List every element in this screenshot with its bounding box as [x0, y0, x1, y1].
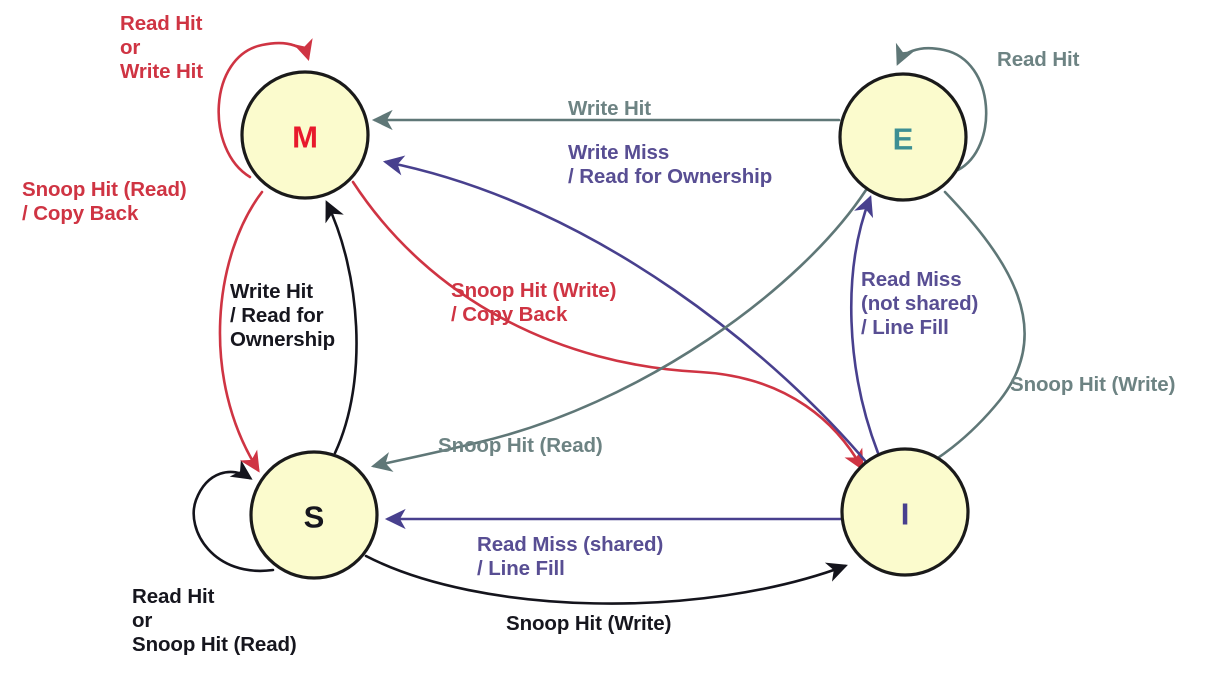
state-label-I: I — [901, 497, 910, 532]
edge-s-to-m — [325, 200, 358, 455]
transition-label-s-to-i: Snoop Hit (Write) — [506, 612, 672, 635]
state-label-S: S — [304, 500, 325, 535]
transition-label-m-self-loop: Read Hit or Write Hit — [120, 12, 204, 83]
transition-label-s-to-m: Write Hit / Read for Ownership — [230, 280, 336, 351]
state-circle-M[interactable] — [240, 70, 370, 200]
state-label-E: E — [893, 122, 914, 157]
edge-e-self-loop — [895, 42, 988, 172]
edge-i-to-e — [850, 195, 880, 455]
state-node-I[interactable]: I — [840, 447, 970, 577]
state-node-E[interactable]: E — [838, 72, 968, 202]
transition-label-e-self-loop: Read Hit — [997, 48, 1080, 71]
transition-label-m-to-i: Snoop Hit (Write) / Copy Back — [451, 279, 617, 326]
transition-label-s-self-loop: Read Hit or Snoop Hit (Read) — [132, 585, 297, 656]
state-circle-I[interactable] — [840, 447, 970, 577]
state-circle-E[interactable] — [838, 72, 968, 202]
transition-label-e-to-m: Write Hit — [568, 97, 652, 120]
state-circle-S[interactable] — [249, 450, 379, 580]
edge-e-to-i — [915, 190, 1026, 472]
edge-e-to-s — [370, 188, 868, 472]
edge-s-self-loop — [192, 459, 275, 573]
state-node-M[interactable]: M — [240, 70, 370, 200]
edge-m-self-loop — [217, 38, 313, 179]
transition-label-i-to-e: Read Miss (not shared) / Line Fill — [861, 268, 979, 339]
edge-i-to-m — [382, 155, 869, 465]
edge-s-to-i — [364, 554, 848, 605]
state-node-S[interactable]: S — [249, 450, 379, 580]
edge-m-to-s — [218, 190, 264, 473]
transition-label-e-to-s: Snoop Hit (Read) — [438, 434, 603, 457]
transition-label-i-to-m: Write Miss / Read for Ownership — [568, 141, 773, 188]
transition-label-e-to-i: Snoop Hit (Write) — [1010, 373, 1176, 396]
transition-label-m-to-s: Snoop Hit (Read) / Copy Back — [22, 178, 187, 225]
state-label-M: M — [292, 120, 318, 155]
transition-label-i-to-s: Read Miss (shared) / Line Fill — [477, 533, 664, 580]
